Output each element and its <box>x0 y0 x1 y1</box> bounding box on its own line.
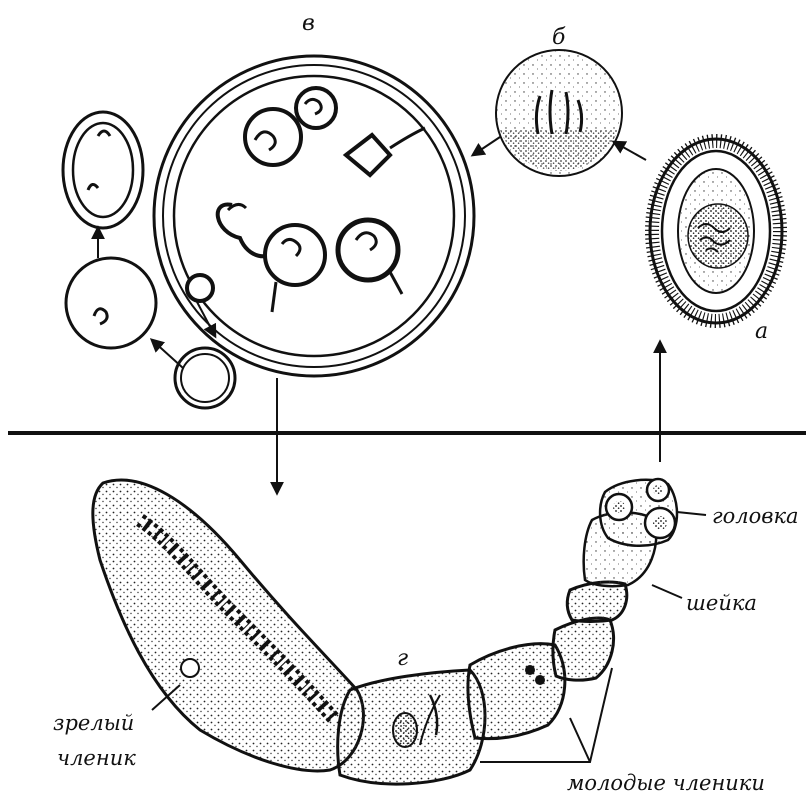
arrow-sphere-to-cyst <box>473 137 500 155</box>
hydatid-cyst <box>154 56 474 376</box>
leader-neck <box>652 585 682 598</box>
stage-label-v: в <box>302 11 315 36</box>
label-head: головка <box>712 504 799 528</box>
arrow-egg-to-sphere <box>614 142 646 160</box>
label-neck: шейка <box>686 591 757 615</box>
egg-oncosphere <box>650 139 782 323</box>
label-mature-line1: зрелый <box>53 711 134 735</box>
young-proglottid-1 <box>468 644 565 739</box>
stage-label-b: б <box>552 25 566 50</box>
oncosphere-ball <box>496 50 622 176</box>
leader-head <box>677 512 706 515</box>
young-proglottid-2 <box>553 618 614 680</box>
label-young: молодые членики <box>567 771 765 795</box>
adult-tapeworm <box>93 479 677 784</box>
stage-label-a: а <box>755 319 768 344</box>
stage-label-g: г <box>397 646 408 671</box>
arrow-small-to-medium <box>152 340 183 368</box>
young-proglottid-3 <box>567 582 627 622</box>
label-mature-line2: членик <box>57 746 136 770</box>
